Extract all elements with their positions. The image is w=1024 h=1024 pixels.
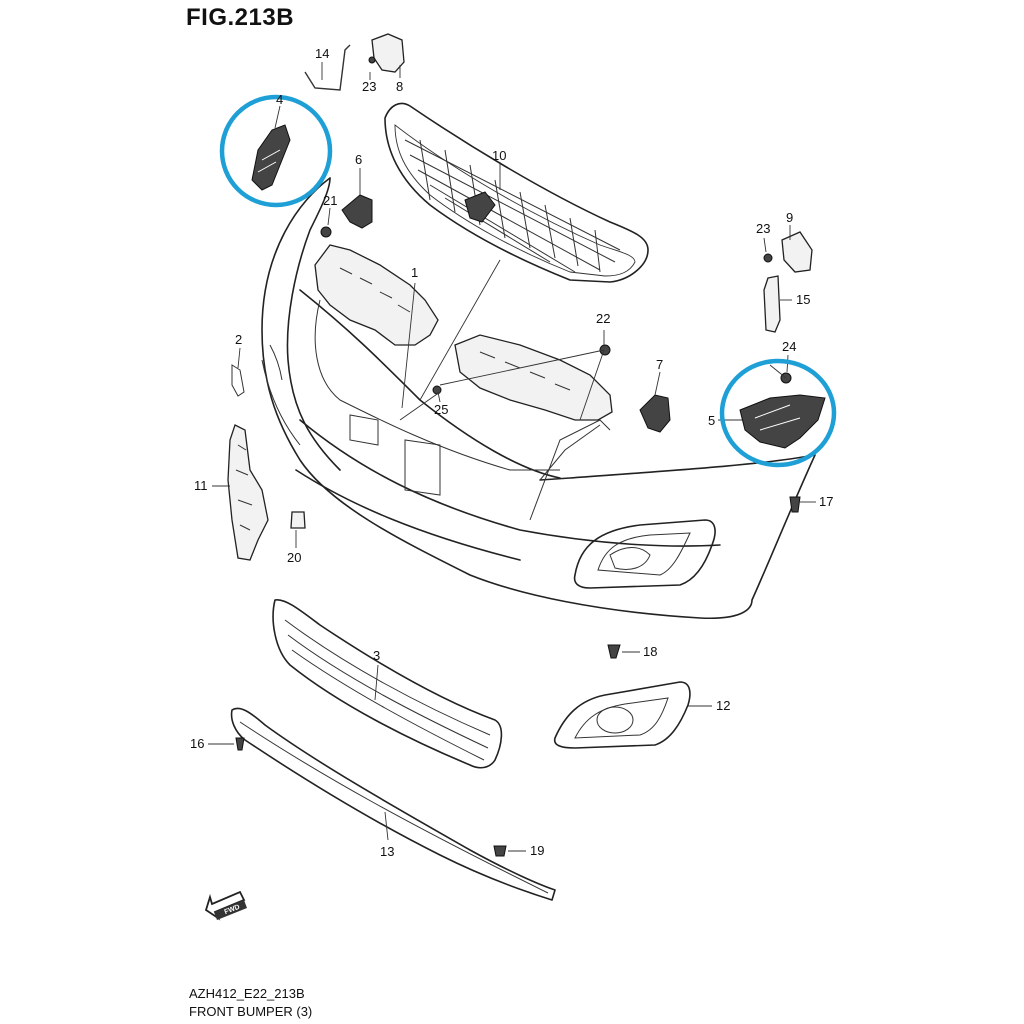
part-label-10: 10 (492, 148, 506, 163)
part-label-20: 20 (287, 550, 301, 565)
part-label-21: 21 (323, 193, 337, 208)
figure-title: FIG.213B (186, 4, 295, 31)
lower-spoiler (230, 707, 556, 901)
part-label-13: 13 (380, 844, 394, 859)
part-label-12: 12 (716, 698, 730, 713)
part-label-22: 22 (596, 311, 610, 326)
part-label-4: 4 (276, 92, 283, 107)
leader-lines (208, 62, 816, 852)
part-label-14: 14 (315, 46, 329, 61)
part-label-5: 5 (708, 413, 715, 428)
part-label-2: 2 (235, 332, 242, 347)
highlight-circle-right (719, 358, 837, 468)
part-label-25: 25 (434, 402, 448, 417)
part-label-7: 7 (656, 357, 663, 372)
part-label-23-right: 23 (756, 221, 770, 236)
part-label-15: 15 (796, 292, 810, 307)
small-parts (231, 33, 826, 857)
lower-grille (272, 599, 503, 769)
part-label-8: 8 (396, 79, 403, 94)
upper-reinforcement (314, 244, 613, 421)
part-label-23-top: 23 (362, 79, 376, 94)
fog-lamp-cover (553, 681, 691, 749)
part-labels: 1 2 3 4 5 6 7 8 9 10 11 12 13 14 15 16 1… (190, 46, 833, 859)
part-label-17: 17 (819, 494, 833, 509)
part-label-19: 19 (530, 843, 544, 858)
part-label-18: 18 (643, 644, 657, 659)
part-label-11: 11 (194, 478, 208, 493)
fwd-arrow-icon: FWD (204, 890, 247, 921)
side-bracket (227, 424, 269, 561)
part-label-6: 6 (355, 152, 362, 167)
part-label-3: 3 (373, 648, 380, 663)
part-label-24: 24 (782, 339, 796, 354)
grille-mesh (404, 139, 621, 273)
part-label-1: 1 (411, 265, 418, 280)
part-label-16: 16 (190, 736, 204, 751)
highlight-circle-left (219, 94, 333, 208)
figure-name: FRONT BUMPER (3) (189, 1004, 313, 1019)
figure-code: AZH412_E22_213B (189, 986, 305, 1001)
upper-grille (384, 102, 649, 283)
part-label-9: 9 (786, 210, 793, 225)
